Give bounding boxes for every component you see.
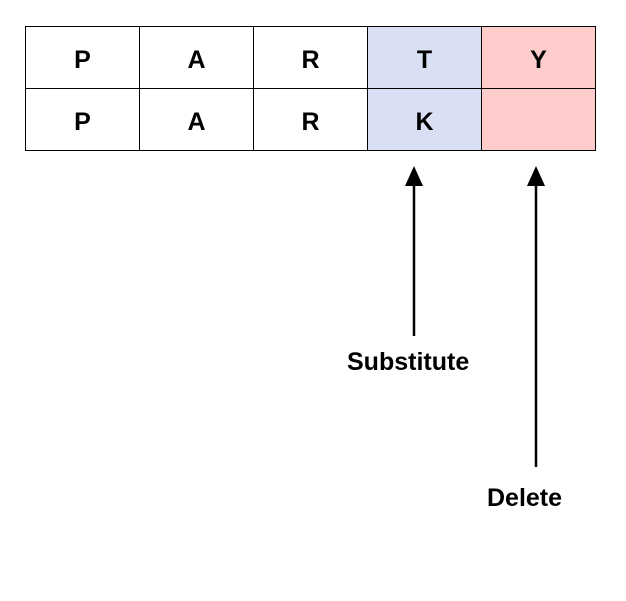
cell-target-2: A — [139, 88, 254, 151]
delete-label: Delete — [487, 484, 563, 512]
cell-target-1: P — [25, 88, 140, 151]
substitute-label: Substitute — [347, 348, 470, 376]
cell-source-5-deleted: Y — [481, 26, 596, 89]
grid-row-source: P A R T Y — [25, 26, 596, 89]
substitute-arrow — [405, 166, 423, 336]
cell-target-5-deleted — [481, 88, 596, 151]
string-comparison-grid: P A R T Y P A R K — [25, 26, 596, 151]
cell-target-4-substituted: K — [367, 88, 482, 151]
grid-row-target: P A R K — [25, 88, 596, 151]
cell-source-2: A — [139, 26, 254, 89]
cell-target-3: R — [253, 88, 368, 151]
delete-arrow — [527, 166, 545, 467]
cell-source-1: P — [25, 26, 140, 89]
